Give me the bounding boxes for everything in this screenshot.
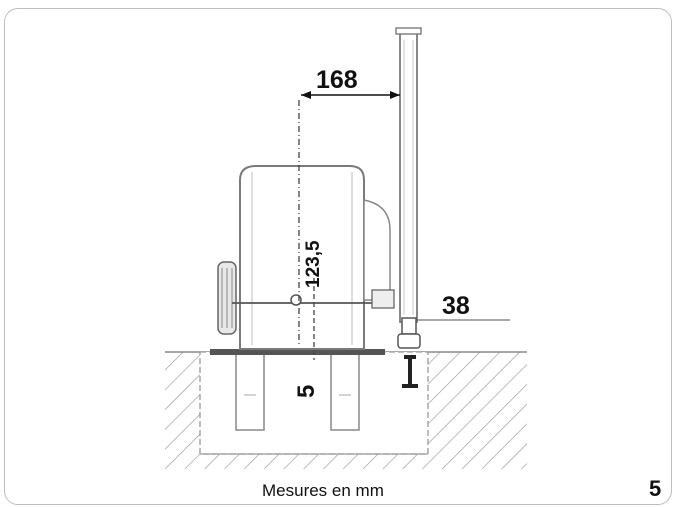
- caption: Mesures en mm: [262, 481, 384, 500]
- dimension-5-label: 5: [293, 385, 320, 398]
- gate-post: [395, 27, 422, 388]
- dimension-line-168: [301, 91, 400, 99]
- dimension-38-label: 38: [442, 292, 470, 320]
- dimension-123-5-label: 123,5: [303, 240, 324, 288]
- base-plate: [210, 349, 385, 355]
- figure-number: 5: [649, 476, 662, 501]
- motor-body: [217, 165, 395, 350]
- dimension-168-label: 168: [316, 66, 358, 94]
